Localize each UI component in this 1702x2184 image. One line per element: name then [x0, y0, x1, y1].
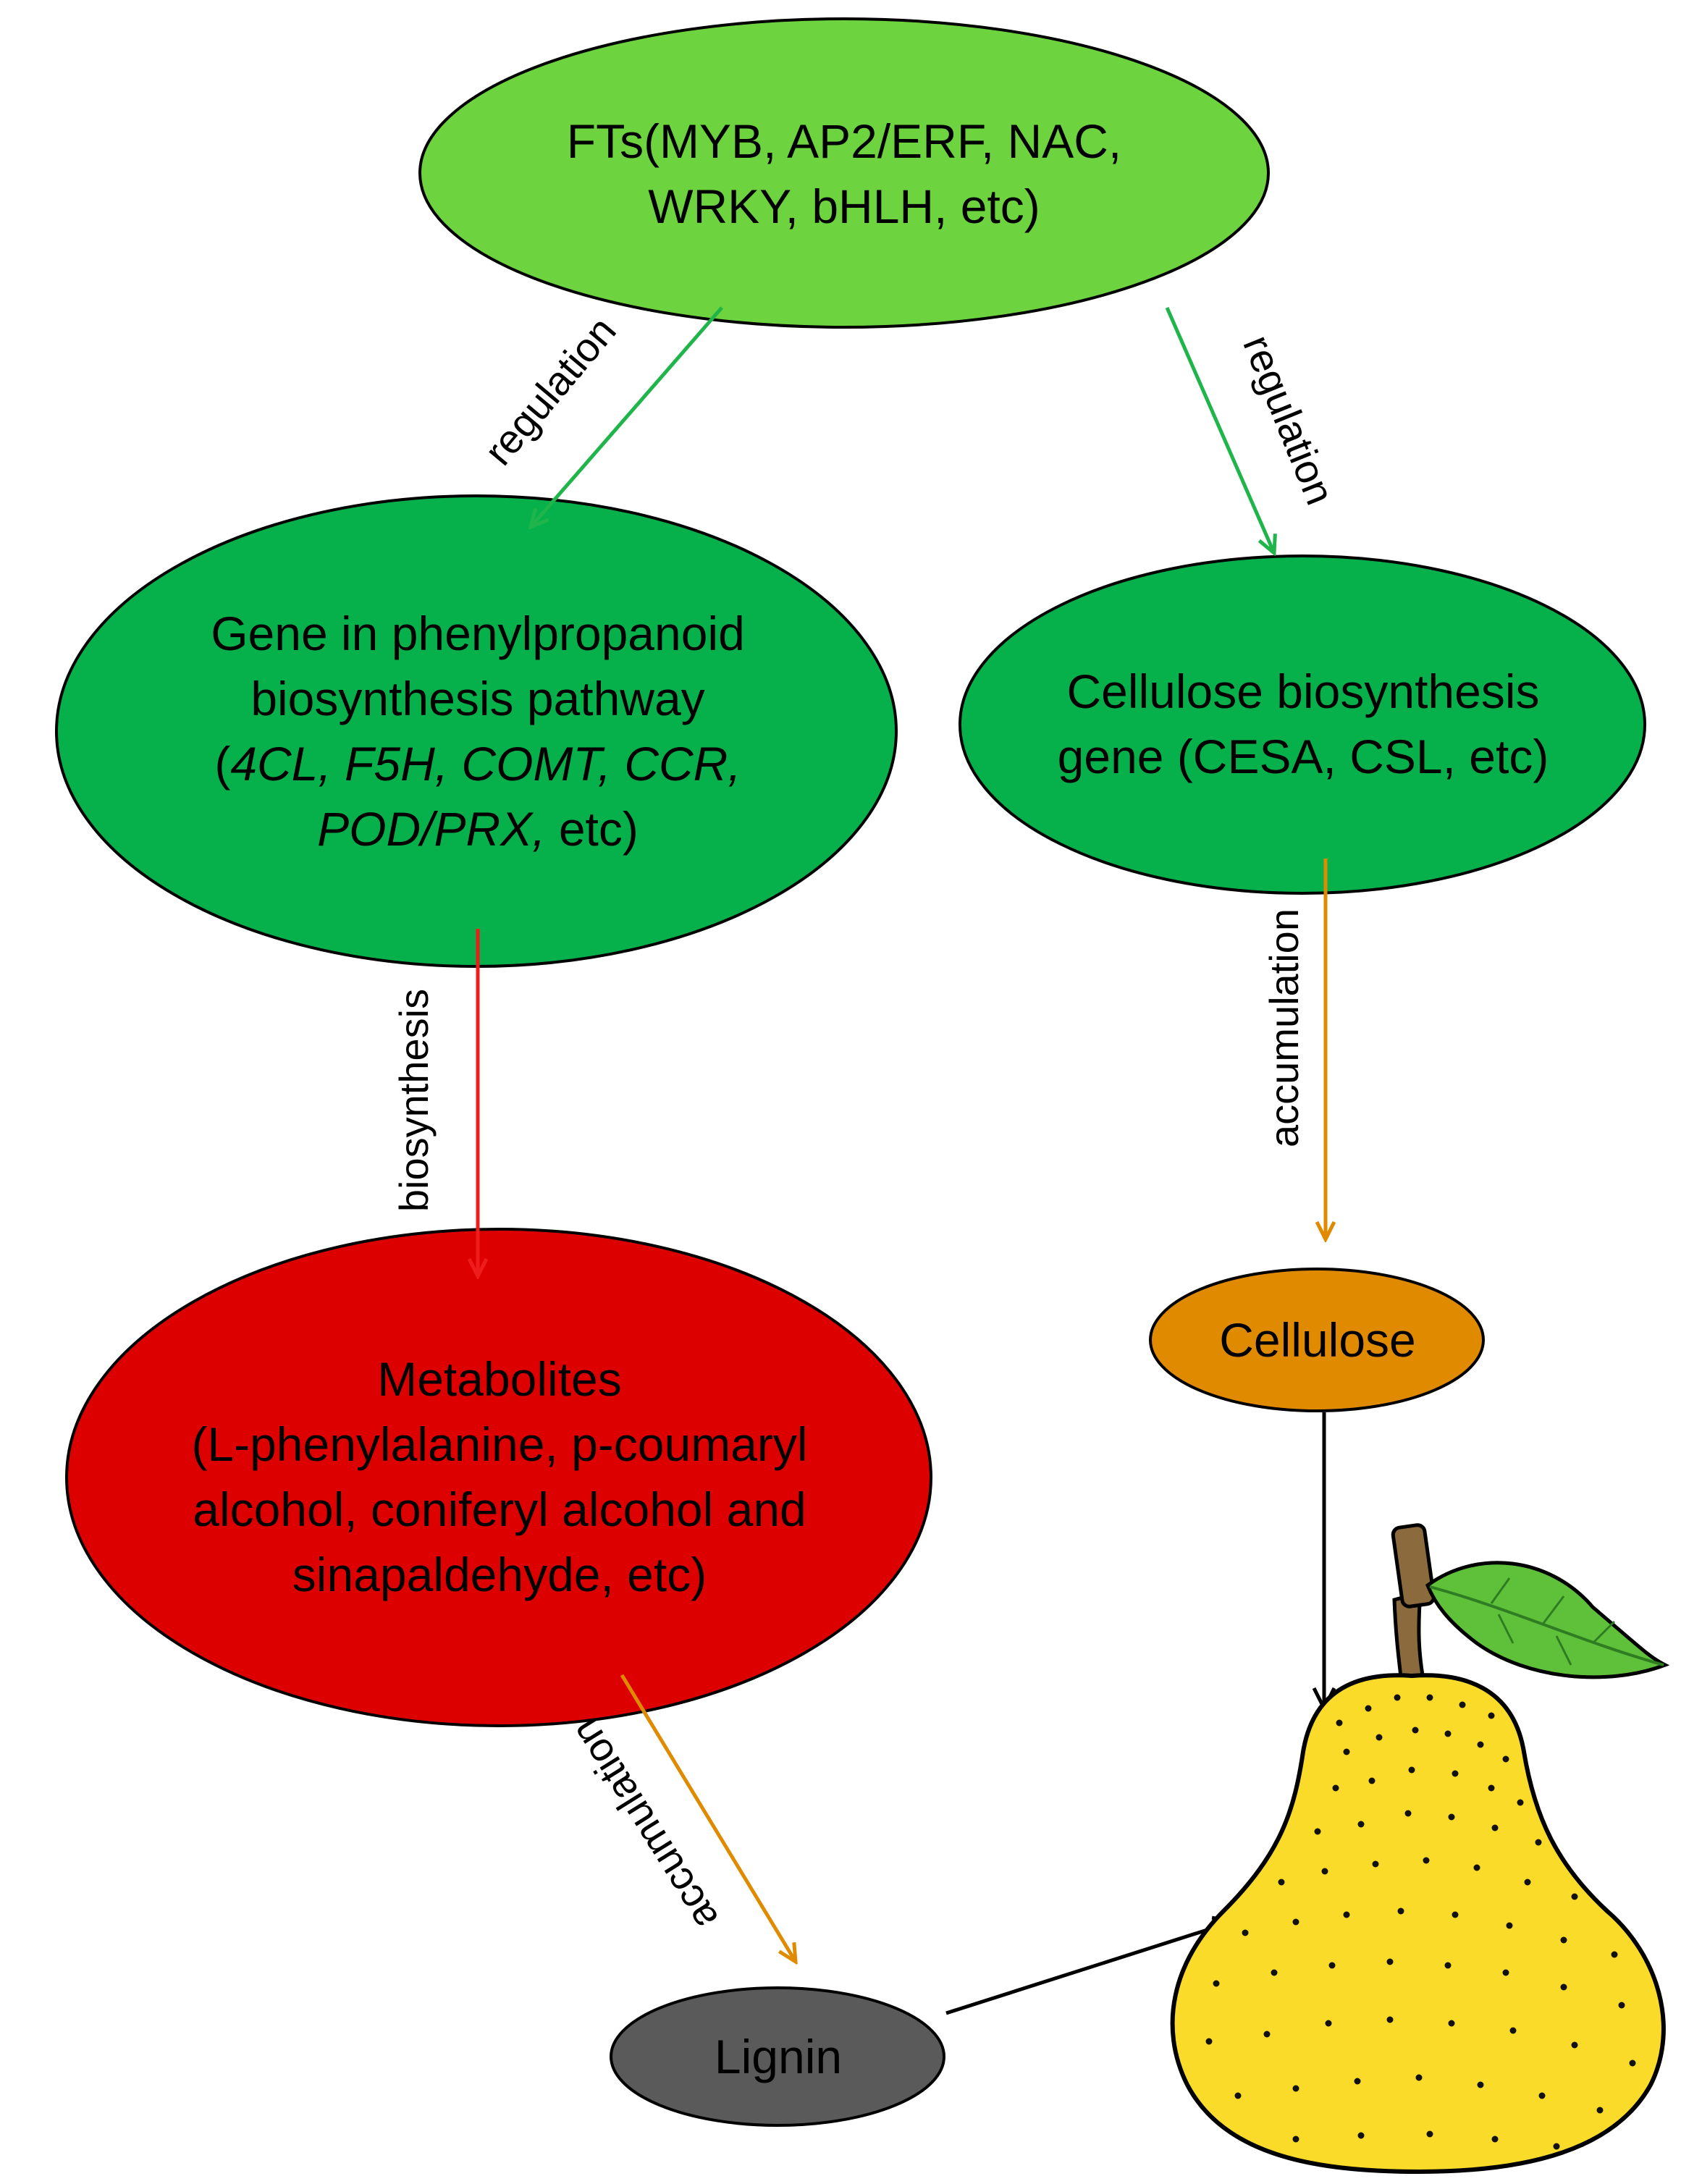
lignin-label-text: Lignin: [714, 2030, 843, 2083]
cellulose-label: Cellulose: [1158, 1307, 1477, 1373]
phenylpropanoid-label-line4: POD/PRX, etc): [317, 796, 639, 861]
pear-body: [1170, 1673, 1666, 2175]
lignin-to-pear-arrow: [945, 1921, 1234, 2015]
accumulation-arrow-lignin: [620, 1674, 796, 1962]
phenylpropanoid-label-line1: Gene in phenylpropanoid: [211, 607, 745, 660]
phenylpropanoid-label-line3: (4CL, F5H, COMT, CCR,: [214, 731, 741, 796]
pear-icon: [1170, 1523, 1670, 2175]
regulation-arrow-left: [531, 306, 723, 527]
fts-node: [418, 17, 1270, 329]
cellulose-gene-label-line2: gene (CESA, CSL, etc): [1057, 730, 1549, 783]
cellulose-gene-label-line1: Cellulose biosynthesis: [1066, 665, 1540, 718]
fts-label-line2: WRKY, bHLH, etc): [648, 180, 1040, 233]
lignin-label: Lignin: [623, 2024, 934, 2089]
cellulose-node: [1149, 1268, 1485, 1412]
regulation-arrow-right: [1165, 306, 1274, 553]
metabolites-label-line3: alcohol, coniferyl alcohol and: [193, 1483, 806, 1536]
phenylpropanoid-label: Gene in phenylpropanoid biosynthesis pat…: [87, 594, 869, 869]
pear-speckles: [1205, 1694, 1636, 2150]
metabolites-label-line4: sinapaldehyde, etc): [292, 1548, 707, 1601]
pear-stem-top: [1391, 1523, 1436, 1609]
gene-list-1: 4CL, F5H, COMT, CCR,: [230, 737, 741, 790]
cellulose-gene-label: Cellulose biosynthesis gene (CESA, CSL, …: [970, 652, 1636, 796]
accumulation-label-cellulose: accumulation: [1261, 908, 1307, 1147]
metabolites-node: [65, 1228, 932, 1727]
phenylpropanoid-label-line2: biosynthesis pathway: [250, 672, 705, 725]
biosynthesis-label: biosynthesis: [391, 988, 437, 1213]
lignin-node: [610, 1986, 945, 2127]
fts-label-line1: FTs(MYB, AP2/ERF, NAC,: [566, 114, 1122, 168]
metabolites-label-line1: Metabolites: [377, 1352, 622, 1406]
metabolites-label: Metabolites (L-phenylalanine, p-coumaryl…: [80, 1339, 919, 1614]
cellulose-gene-node: [959, 555, 1646, 895]
pear-leaf-vein: [1429, 1585, 1664, 1666]
cellulose-label-text: Cellulose: [1219, 1313, 1416, 1367]
paren-open: (: [214, 737, 231, 790]
metabolites-label-line2: (L-phenylalanine, p-coumaryl: [191, 1417, 808, 1471]
etc-text: etc): [545, 802, 639, 856]
gene-list-2: POD/PRX,: [317, 802, 546, 856]
fts-label: FTs(MYB, AP2/ERF, NAC, WRKY, bHLH, etc): [434, 101, 1254, 246]
